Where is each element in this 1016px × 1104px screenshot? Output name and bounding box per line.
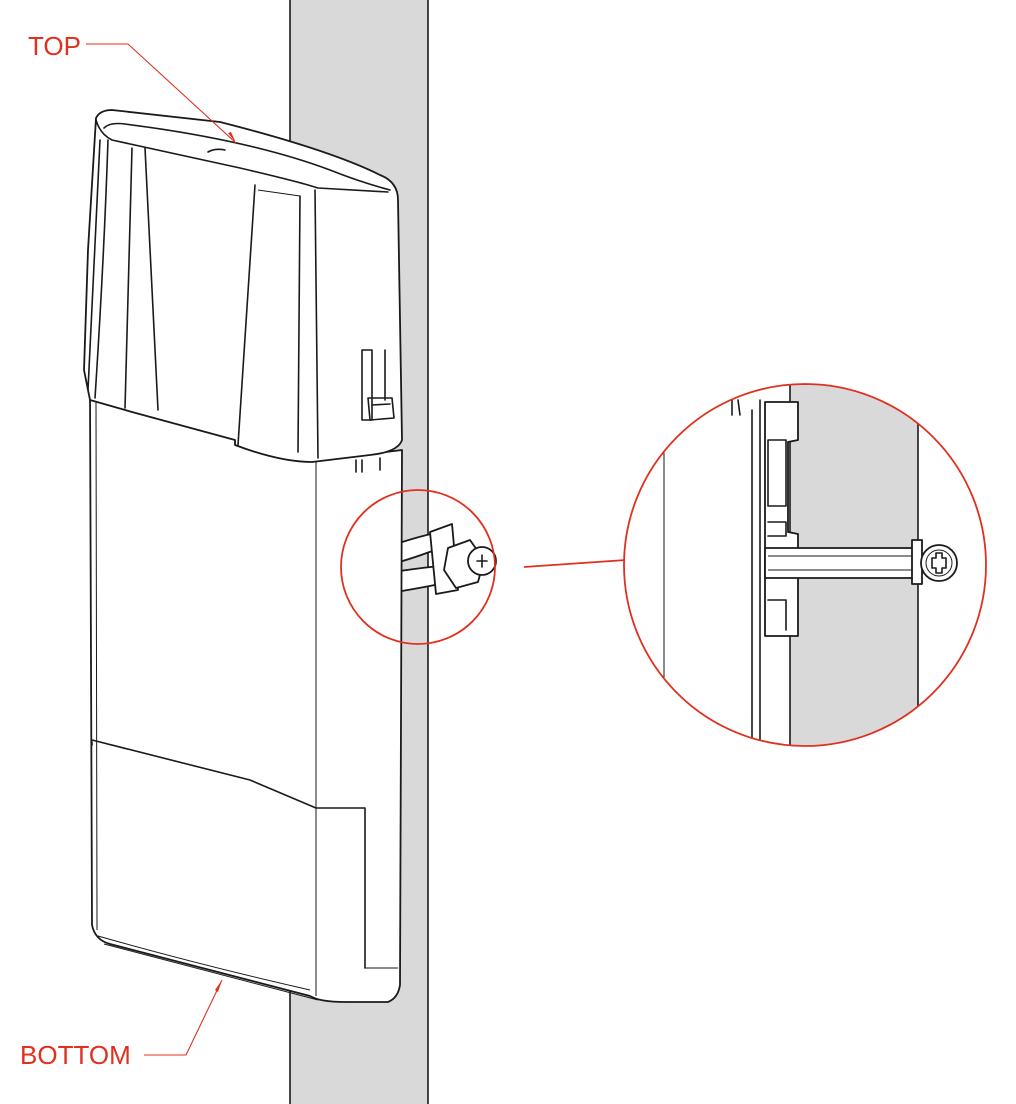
device-enclosure xyxy=(89,394,403,1003)
detail-connector-line xyxy=(523,559,627,568)
magnified-detail-border xyxy=(623,383,987,747)
magnified-detail-view xyxy=(624,384,986,746)
device-top-cap xyxy=(83,109,403,473)
detail-marker-circle xyxy=(340,489,496,645)
bottom-label: BOTTOM xyxy=(20,1040,131,1070)
bottom-callout: BOTTOM xyxy=(20,979,223,1070)
top-callout: TOP xyxy=(28,31,237,144)
top-label: TOP xyxy=(28,31,81,61)
pole-clamp xyxy=(392,523,497,595)
